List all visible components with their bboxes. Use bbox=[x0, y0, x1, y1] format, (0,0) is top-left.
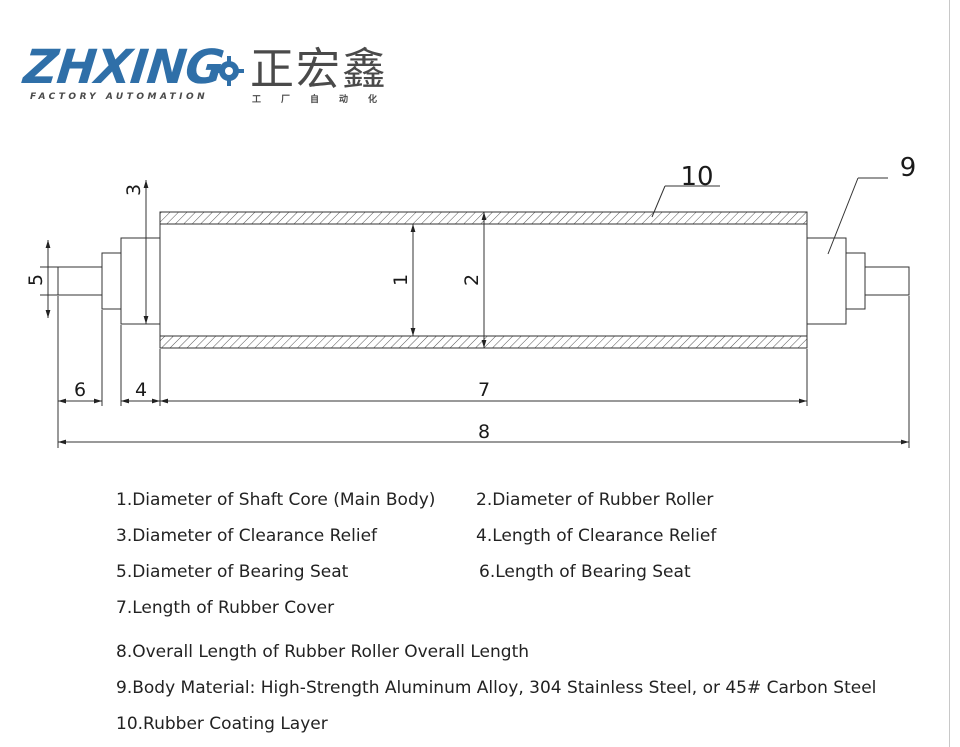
dim-label-2: 2 bbox=[461, 274, 483, 286]
right-clearance-relief bbox=[806, 237, 847, 325]
legend-item-6: 6.Length of Bearing Seat bbox=[479, 562, 691, 582]
gear-icon bbox=[214, 56, 244, 86]
right-bearing-seat bbox=[845, 252, 866, 310]
left-shaft-end bbox=[57, 266, 103, 296]
dim-label-6: 6 bbox=[74, 379, 86, 401]
callout-label-10: 10 bbox=[680, 162, 713, 192]
legend-item-1: 1.Diameter of Shaft Core (Main Body) bbox=[116, 490, 436, 510]
logo-tagline: FACTORY AUTOMATION bbox=[30, 92, 209, 102]
page-border-line bbox=[949, 0, 950, 747]
company-logo: ZHXING 正宏鑫 FACTORY AUTOMATION 工厂自动化 bbox=[8, 40, 408, 110]
right-shaft-end bbox=[864, 266, 910, 296]
legend-item-5: 5.Diameter of Bearing Seat bbox=[116, 562, 349, 582]
legend-item-2: 2.Diameter of Rubber Roller bbox=[476, 490, 714, 510]
roller-drawing: 3 5 1 2 6 4 7 8 10 9 bbox=[25, 153, 917, 448]
logo-chinese-name: 正宏鑫 bbox=[250, 44, 388, 95]
legend-item-7: 7.Length of Rubber Cover bbox=[116, 598, 335, 618]
legend-item-10: 10.Rubber Coating Layer bbox=[116, 714, 328, 734]
legend-item-9: 9.Body Material: High-Strength Aluminum … bbox=[116, 678, 877, 698]
legend-item-4: 4.Length of Clearance Relief bbox=[476, 526, 717, 546]
dim-label-3: 3 bbox=[123, 184, 145, 196]
dim-label-4: 4 bbox=[135, 379, 147, 401]
logo-tagline-chinese: 工厂自动化 bbox=[252, 95, 398, 105]
left-bearing-seat bbox=[101, 252, 122, 310]
dim-label-5: 5 bbox=[25, 274, 47, 286]
legend-item-8: 8.Overall Length of Rubber Roller Overal… bbox=[116, 642, 530, 662]
dim-label-7: 7 bbox=[478, 379, 490, 401]
dim-label-8: 8 bbox=[478, 421, 490, 443]
callout-label-9: 9 bbox=[900, 153, 917, 183]
legend-item-3: 3.Diameter of Clearance Relief bbox=[116, 526, 378, 546]
dim-label-1: 1 bbox=[390, 274, 412, 286]
left-clearance-relief bbox=[120, 237, 161, 325]
